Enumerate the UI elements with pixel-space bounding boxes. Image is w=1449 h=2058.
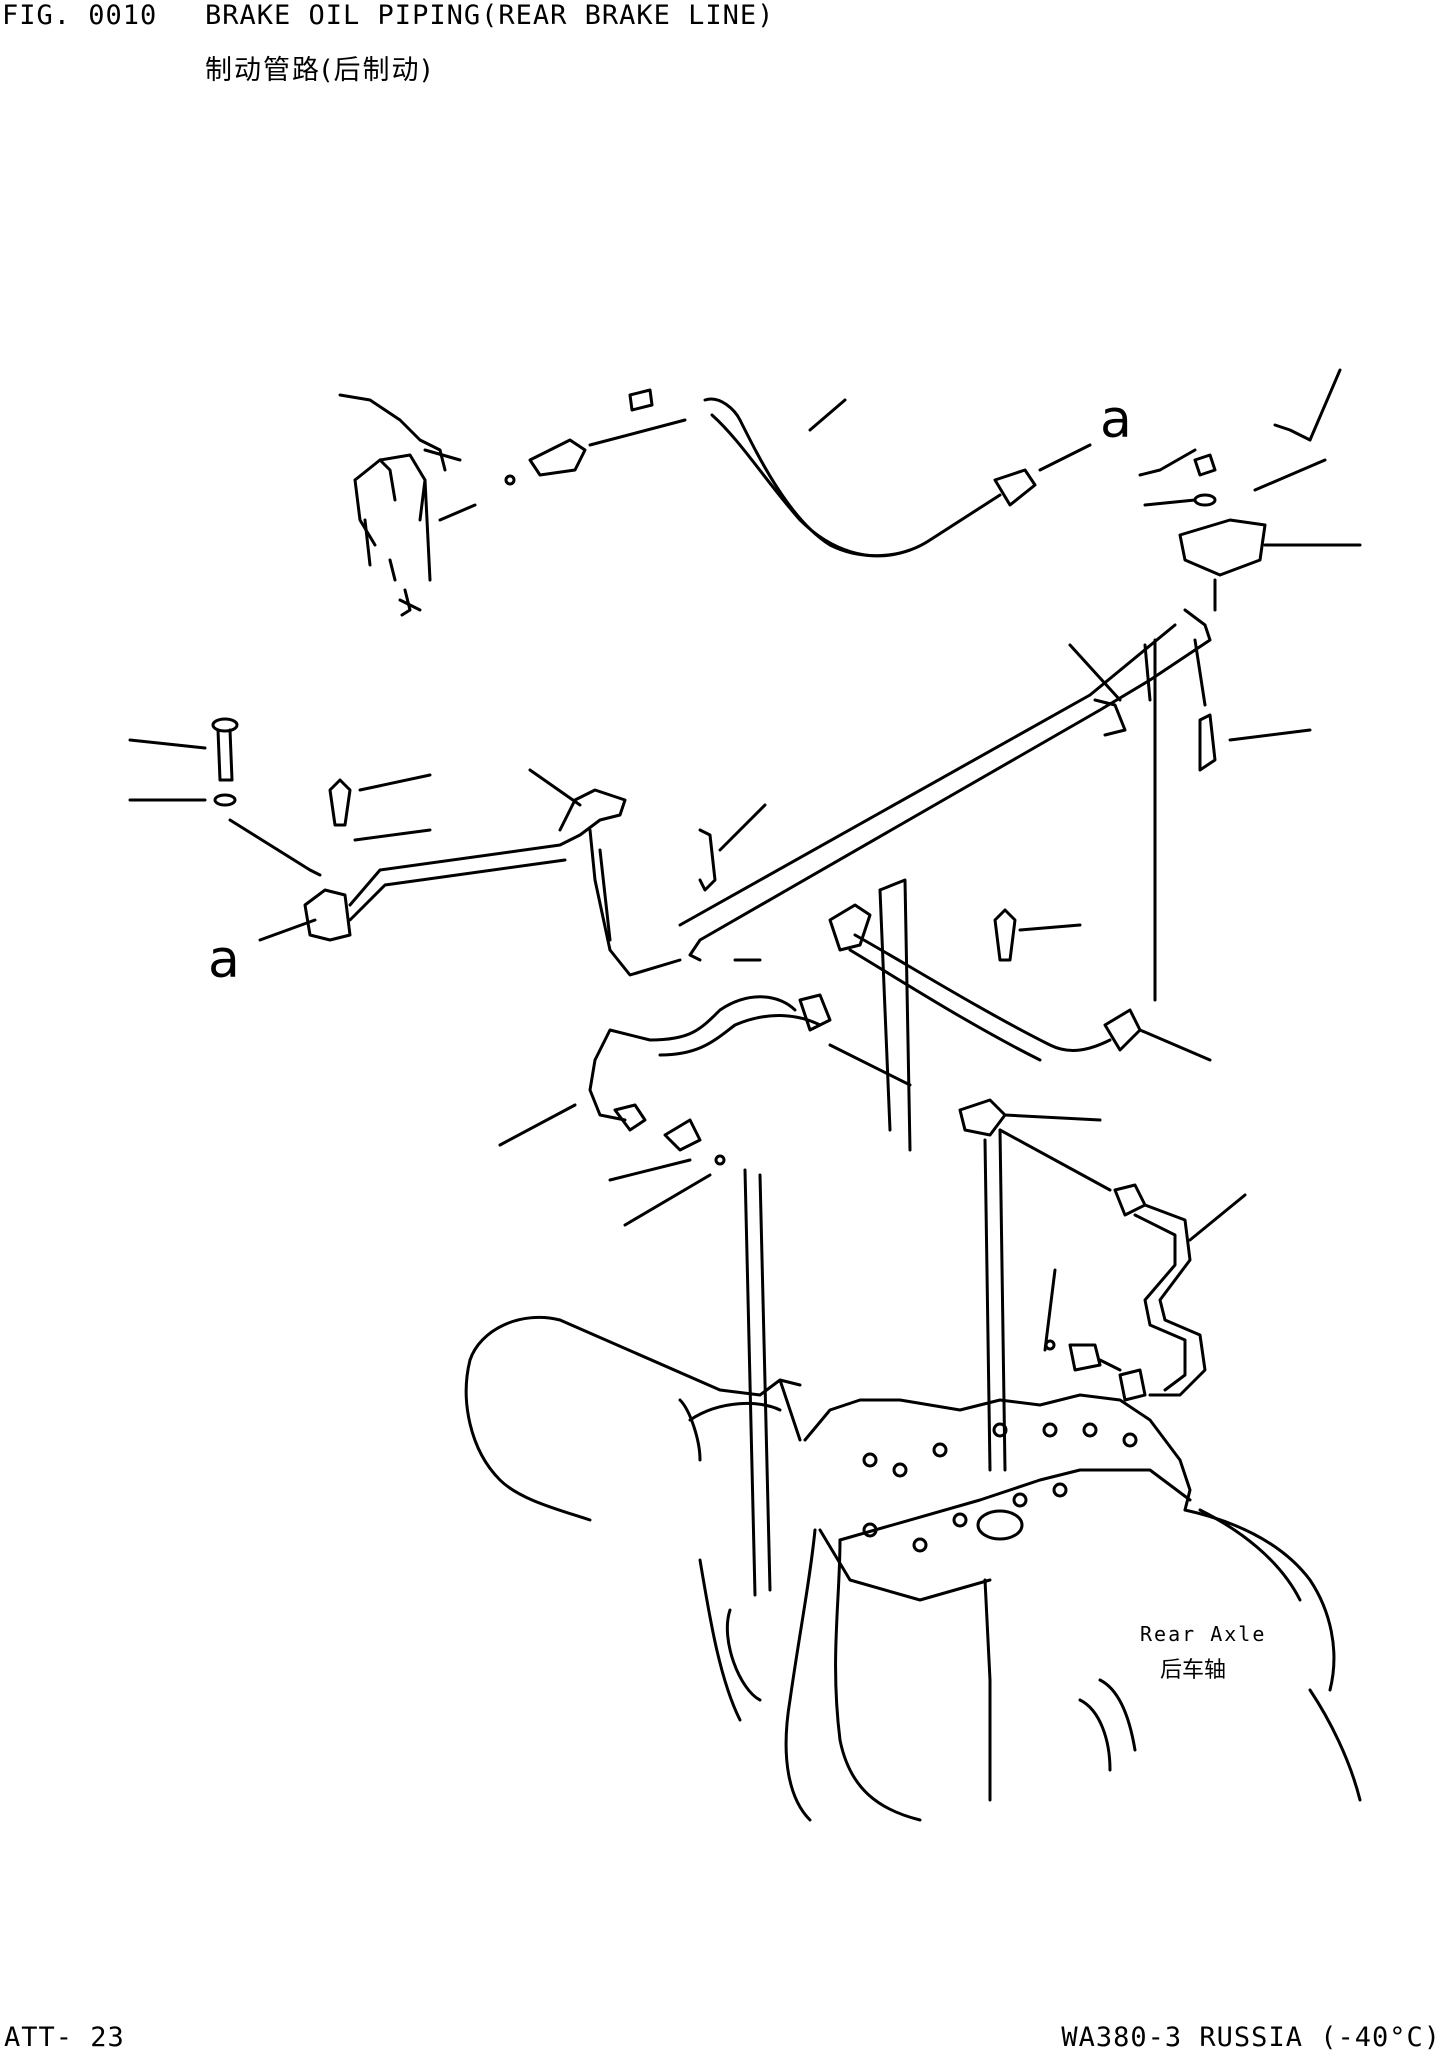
- left-bolts: [128, 717, 767, 962]
- rear-axle-label: Rear Axle: [1140, 1622, 1267, 1646]
- figure-number: FIG. 0010: [2, 0, 158, 31]
- lower-left-tube: [498, 993, 912, 1597]
- upper-fittings: [504, 388, 687, 486]
- right-bracket: [1138, 368, 1362, 612]
- model-label: WA380-3 RUSSIA (-40°C): [1061, 2022, 1441, 2053]
- right-lower-tube: [1043, 1183, 1247, 1402]
- page-reference: ATT- 23: [4, 2022, 125, 2053]
- reference-mark-a-upper: a: [1100, 390, 1132, 450]
- centre-hose: [828, 878, 1212, 1152]
- figure-title-chinese: 制动管路(后制动): [205, 55, 434, 86]
- rear-axle: [464, 1315, 1362, 1822]
- rear-axle-label-chinese: 后车轴: [1160, 1658, 1227, 1683]
- reference-mark-a-lower: a: [208, 930, 240, 990]
- long-tube: [678, 608, 1312, 1002]
- figure-title: BRAKE OIL PIPING(REAR BRAKE LINE): [205, 0, 775, 31]
- centre-fitting: [958, 1098, 1112, 1472]
- upper-tube: [703, 397, 1092, 558]
- brake-valve-body: [338, 393, 477, 617]
- left-tee-assembly: [258, 768, 682, 977]
